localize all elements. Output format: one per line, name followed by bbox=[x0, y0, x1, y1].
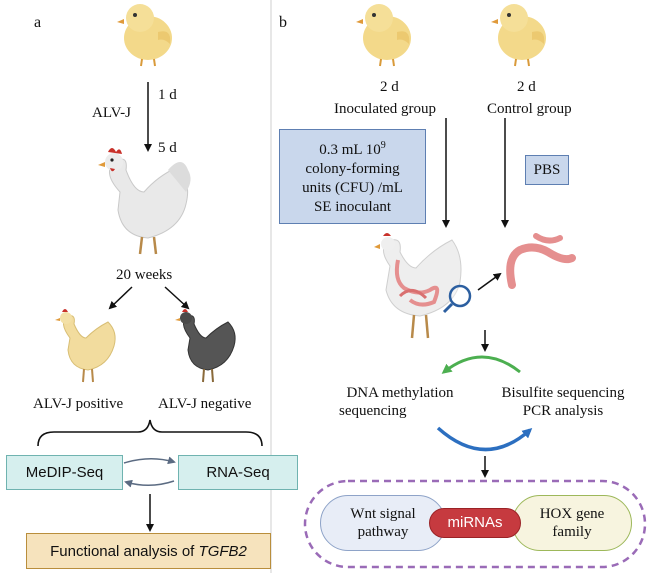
arrow-rna-to-medip bbox=[124, 479, 175, 488]
green-arrow bbox=[441, 355, 521, 374]
functional-analysis-box: Functional analysis of TGFB2 bbox=[26, 533, 271, 569]
dna-methylation-label: DNA methylation sequencing bbox=[335, 384, 465, 420]
inoculant-exponent: 9 bbox=[380, 140, 386, 151]
chick-icon-a bbox=[117, 4, 172, 67]
rna-seq-label: RNA-Seq bbox=[206, 464, 270, 481]
yellow-hen-icon bbox=[55, 309, 116, 383]
inoculant-line-2: colony-forming bbox=[305, 161, 400, 177]
arrow-medip-to-rna bbox=[123, 456, 176, 465]
wnt-line-1: Wnt signal bbox=[350, 506, 416, 522]
mirnas-pill: miRNAs bbox=[429, 508, 521, 538]
panel-a-label: a bbox=[34, 14, 42, 31]
dna-methylation-line-1: DNA methylation bbox=[346, 385, 454, 401]
dna-methylation-line-2: sequencing bbox=[339, 403, 407, 419]
black-hen-icon bbox=[175, 309, 236, 383]
blue-arrow bbox=[436, 426, 533, 452]
inoculant-line-3: units (CFU) /mL bbox=[302, 180, 403, 196]
bisulfite-label: Bisulfite sequencing PCR analysis bbox=[488, 384, 638, 420]
day-1-label: 1 d bbox=[158, 87, 177, 103]
chick-icon-control bbox=[491, 4, 546, 67]
day-5-label: 5 d bbox=[158, 140, 177, 156]
pbs-label: PBS bbox=[533, 161, 561, 178]
bisulfite-line-1: Bisulfite sequencing bbox=[501, 385, 625, 401]
chick-icon-inoculated bbox=[356, 4, 411, 67]
arrow-to-intestine bbox=[477, 272, 502, 291]
inoculant-box: 0.3 mL 109 colony-forming units (CFU) /m… bbox=[279, 129, 426, 224]
curly-brace bbox=[37, 419, 263, 447]
medip-seq-box: MeDIP-Seq bbox=[6, 455, 123, 490]
control-day-label: 2 d bbox=[517, 79, 536, 95]
wnt-pathway-pill: Wnt signal pathway bbox=[320, 495, 446, 551]
pathway-dashed-frame bbox=[303, 479, 647, 569]
gene-name: TGFB2 bbox=[198, 542, 247, 560]
pbs-box: PBS bbox=[525, 155, 569, 185]
inoculant-line-1: 0.3 mL 109 bbox=[319, 136, 386, 160]
positive-label: ALV-J positive bbox=[33, 396, 124, 412]
hox-line-2: family bbox=[552, 524, 592, 540]
dissected-hen-icon bbox=[374, 233, 462, 339]
virus-label: ALV-J bbox=[92, 105, 131, 121]
hox-line-1: HOX gene bbox=[539, 506, 605, 522]
wnt-line-2: pathway bbox=[357, 524, 409, 540]
bisulfite-line-2: PCR analysis bbox=[522, 403, 604, 419]
arrow-to-positive bbox=[108, 286, 133, 310]
age-label: 20 weeks bbox=[116, 267, 173, 283]
arrow-to-negative bbox=[164, 286, 190, 310]
control-group-label: Control group bbox=[487, 101, 572, 117]
inoculant-dose: 0.3 mL 10 bbox=[319, 142, 381, 158]
magnifier-icon bbox=[442, 284, 472, 314]
hox-gene-pill: HOX gene family bbox=[512, 495, 632, 551]
functional-prefix: Functional analysis of bbox=[50, 542, 199, 560]
inoculated-group-label: Inoculated group bbox=[334, 101, 437, 117]
negative-label: ALV-J negative bbox=[158, 396, 252, 412]
inoculant-line-4: SE inoculant bbox=[313, 199, 392, 215]
white-hen-icon bbox=[98, 148, 191, 255]
mirnas-label: miRNAs bbox=[447, 514, 503, 531]
inoculated-day-label: 2 d bbox=[380, 79, 399, 95]
rna-seq-box: RNA-Seq bbox=[178, 455, 298, 490]
intestine-icon bbox=[506, 233, 576, 289]
panel-b-label: b bbox=[279, 14, 287, 31]
functional-analysis-label: Functional analysis of TGFB2 bbox=[50, 543, 247, 560]
medip-seq-label: MeDIP-Seq bbox=[25, 464, 104, 481]
